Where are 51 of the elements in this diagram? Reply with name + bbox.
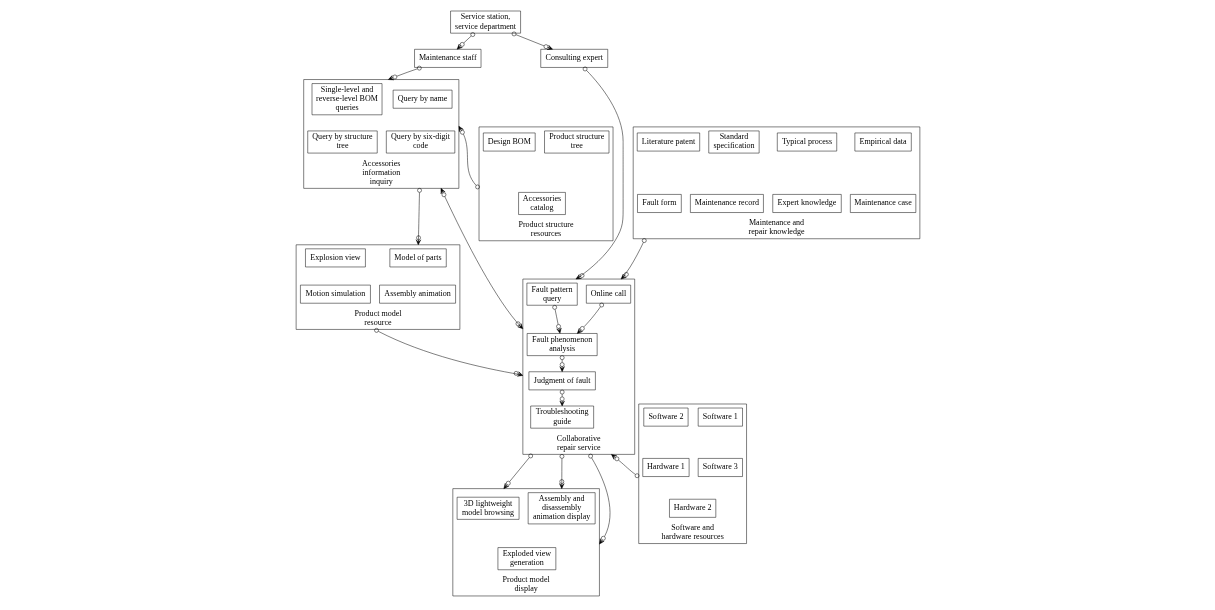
node-box: Software 1 (697, 407, 743, 426)
arrow (440, 187, 523, 329)
arrow (559, 354, 565, 372)
arrow (511, 31, 553, 50)
node-box: Online call (585, 284, 631, 303)
node-box: Design BOM (482, 132, 535, 151)
node-box: Explosion view (304, 248, 366, 267)
arrow (373, 327, 523, 376)
arrow (503, 453, 533, 489)
arrow (620, 237, 647, 279)
node-box: Motion simulation (299, 284, 371, 303)
node-box: Consulting expert (540, 48, 608, 68)
node-box: Query by six-digit code (385, 130, 455, 153)
node-box: Literature patent (636, 132, 700, 151)
arrow (610, 453, 639, 478)
node-box: Fault pattern query (526, 282, 577, 305)
node-box: Service station, service department (449, 10, 521, 33)
node-box: Query by structure tree (306, 130, 377, 153)
arrow (458, 125, 480, 189)
arrow (558, 453, 564, 489)
node-box: Hardware 1 (642, 457, 689, 477)
node-box: Single-level and reverse-level BOM queries (311, 82, 382, 115)
arrow (551, 304, 561, 334)
node-box: Software 3 (697, 457, 743, 477)
node-box: Fault phenomenon analysis (526, 332, 597, 356)
node-box: Hardware 2 (668, 498, 716, 518)
node-box: Fault form (636, 193, 682, 213)
node-box: Assembly and disassembly animation display (527, 491, 595, 524)
node-box: Exploded view generation (497, 546, 556, 570)
arrow (415, 187, 422, 245)
node-box: Accessories catalog (517, 191, 566, 215)
node-box: Judgment of fault (528, 371, 596, 390)
node-box: Expert knowledge (772, 193, 841, 213)
arrow (575, 66, 623, 279)
arrow (456, 31, 475, 49)
node-box: Maintenance case (849, 193, 916, 213)
node-box: Assembly animation (378, 284, 456, 303)
node-box: Model of parts (389, 248, 446, 267)
arrow (587, 453, 610, 544)
node-box: Maintenance record (689, 193, 764, 213)
node-box: Empirical data (854, 132, 912, 151)
node-box: Software 2 (643, 407, 688, 426)
node-box: Typical process (776, 132, 837, 151)
node-box: Troubleshooting guide (529, 405, 594, 428)
node-box: Product structure tree (543, 130, 609, 153)
node-box: Standard specification (708, 130, 759, 153)
node-box: 3D lightweight model browsing (456, 496, 519, 520)
node-box: Query by name (392, 89, 452, 108)
arrow (559, 389, 565, 406)
arrow (576, 302, 604, 334)
arrow (387, 65, 422, 80)
